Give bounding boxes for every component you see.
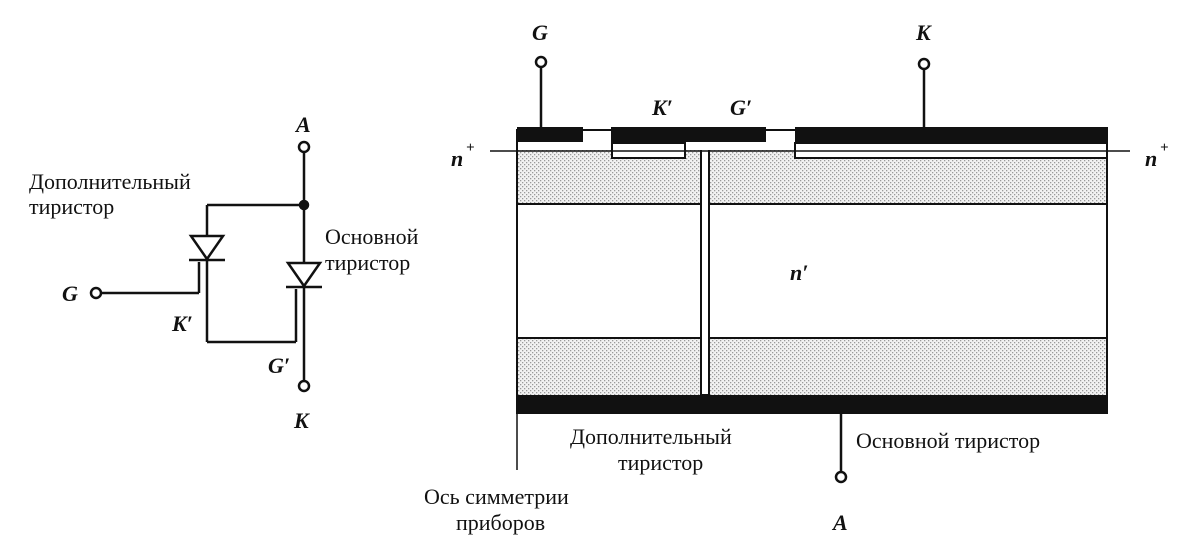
structure-aux-thyristor-label-2: тиристор bbox=[618, 450, 703, 475]
aux-thyristor-triangle bbox=[188, 234, 226, 262]
symmetry-axis-label-1: Ось симметрии bbox=[424, 484, 569, 509]
n-base-label: n′ bbox=[790, 260, 808, 285]
structure-aux-gate-label: G′ bbox=[730, 95, 752, 120]
nplus-left-superscript: + bbox=[466, 140, 475, 156]
anode-metal bbox=[517, 395, 1107, 413]
circuit-aux-cathode-label: K′ bbox=[171, 311, 193, 336]
circuit-aux-gate-label: G′ bbox=[268, 353, 290, 378]
circuit-main-thyristor-label-2: тиристор bbox=[325, 250, 410, 275]
circuit-main-thyristor-label-1: Основной bbox=[325, 224, 419, 249]
isolation-trench bbox=[700, 147, 710, 396]
nplus-right-label: n bbox=[1145, 146, 1157, 171]
circuit-schematic bbox=[89, 140, 323, 393]
circuit-cathode-label: K bbox=[293, 408, 310, 433]
structure-aux-cathode-label: K′ bbox=[651, 95, 673, 120]
nplus-right-superscript: + bbox=[1160, 140, 1169, 156]
symmetry-axis-label-2: приборов bbox=[456, 510, 545, 535]
structure-cathode-terminal bbox=[917, 57, 931, 71]
gate-terminal bbox=[89, 286, 103, 300]
structure-gate-label: G bbox=[532, 20, 548, 45]
n-base-layer bbox=[517, 204, 1107, 338]
anode-terminal bbox=[297, 140, 311, 154]
p-emitter-layer bbox=[517, 338, 1107, 395]
circuit-gate-label: G bbox=[62, 281, 78, 306]
device-cross-section bbox=[490, 55, 1130, 484]
aux-cathode-gate-metal bbox=[611, 127, 766, 142]
structure-anode-terminal bbox=[834, 470, 848, 484]
structure-main-thyristor-label: Основной тиристор bbox=[856, 428, 1040, 453]
circuit-aux-thyristor-label-2: тиристор bbox=[29, 194, 114, 219]
gate-metal bbox=[517, 127, 583, 142]
structure-anode-label: A bbox=[831, 510, 848, 535]
circuit-aux-thyristor-label-1: Дополнительный bbox=[29, 169, 191, 194]
structure-gate-terminal bbox=[534, 55, 548, 69]
circuit-anode-label: A bbox=[294, 112, 311, 137]
structure-aux-thyristor-label-1: Дополнительный bbox=[570, 424, 732, 449]
main-thyristor-triangle bbox=[285, 261, 323, 289]
nplus-left-label: n bbox=[451, 146, 463, 171]
structure-cathode-label: K bbox=[915, 20, 932, 45]
cathode-terminal bbox=[297, 379, 311, 393]
